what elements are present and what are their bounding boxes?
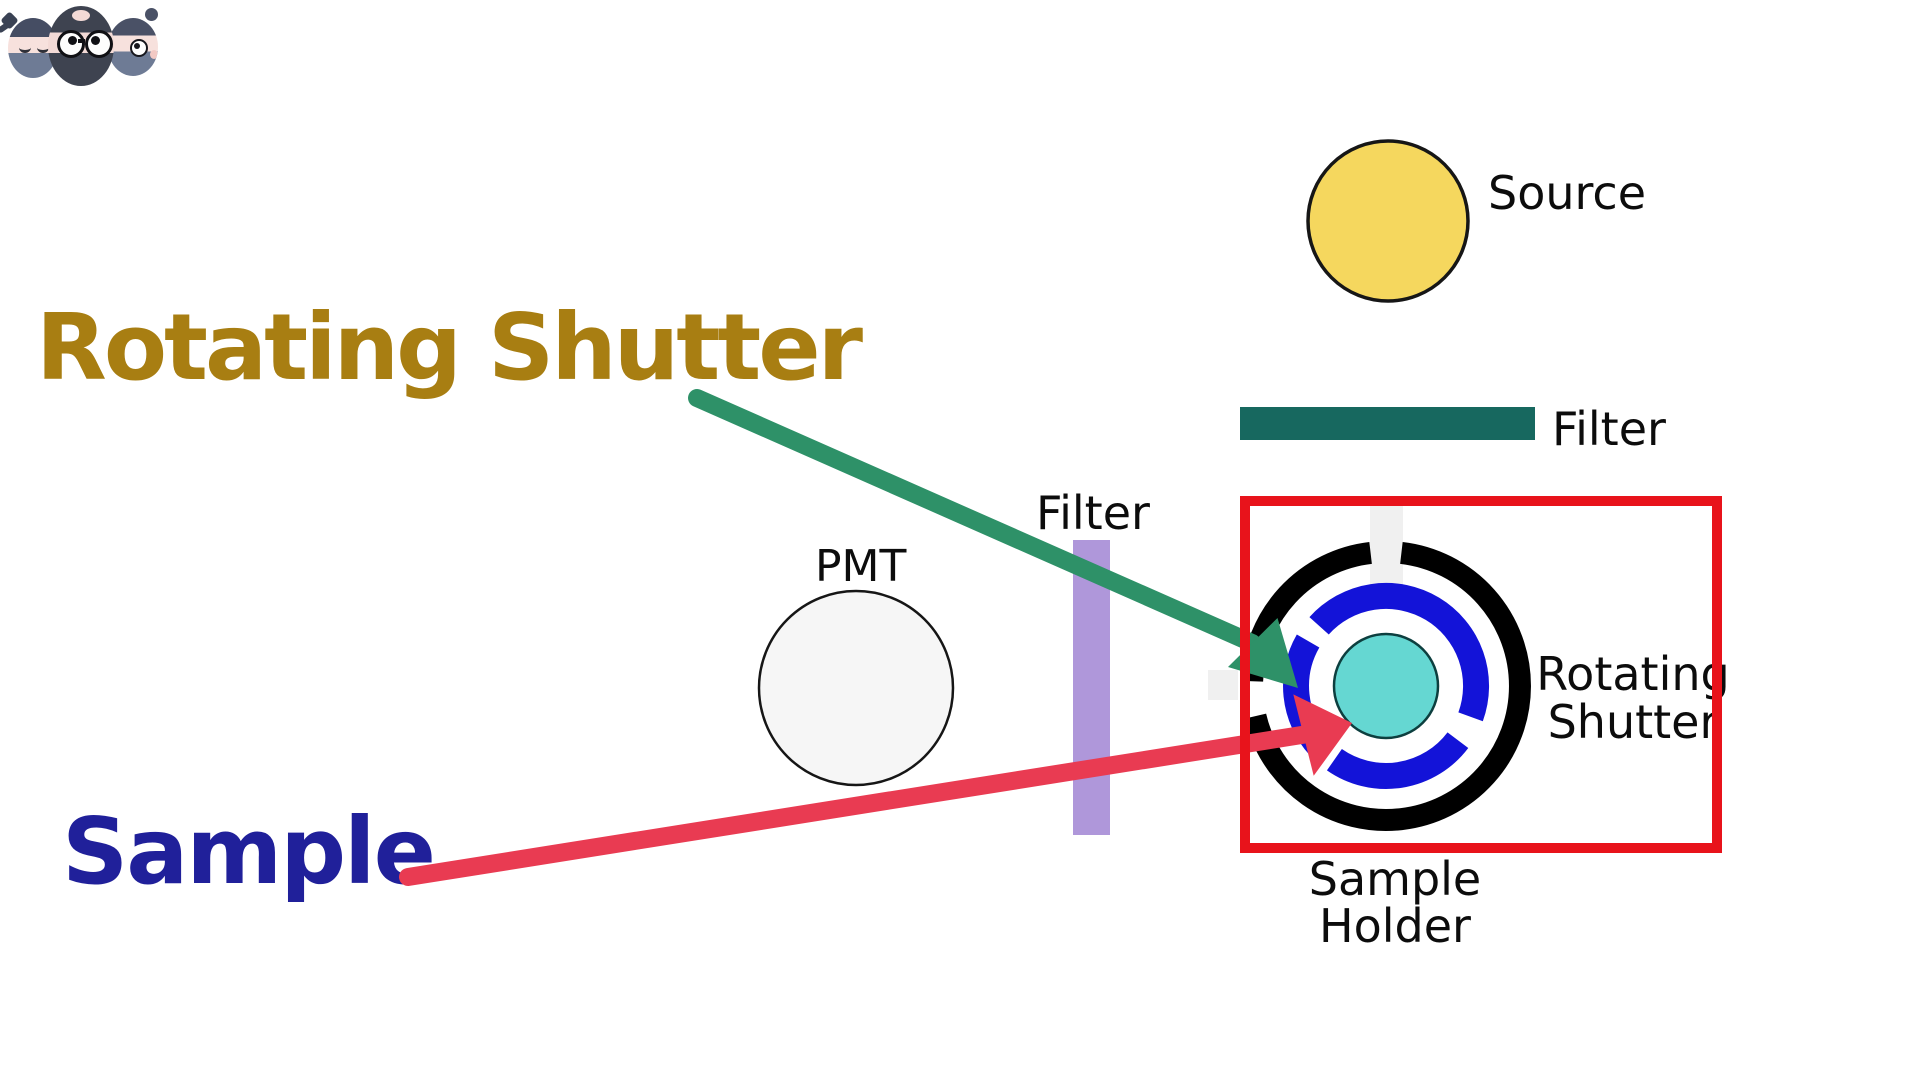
shutter-outer-ring-arc bbox=[1244, 541, 1531, 831]
beam-port-square bbox=[1208, 670, 1238, 700]
sample-arrowhead bbox=[1293, 694, 1352, 776]
eye-pupil bbox=[91, 36, 100, 45]
eye-pupil bbox=[134, 43, 140, 49]
sample-holder-label: Sample Holder bbox=[1295, 856, 1495, 950]
sample-arrow bbox=[399, 694, 1352, 886]
closed-eye-icon bbox=[19, 42, 31, 53]
glasses-lens-icon bbox=[85, 30, 113, 58]
sample-holder-label-line1: Sample bbox=[1308, 852, 1482, 906]
rotating-shutter-title: Rotating Shutter bbox=[36, 294, 863, 401]
rotating-shutter-box-label-line1: Rotating bbox=[1536, 647, 1730, 701]
glasses-bridge-icon bbox=[78, 39, 85, 43]
rotating-shutter-box-label-line2: Shutter bbox=[1547, 695, 1719, 749]
ninja-trio-logo bbox=[0, 6, 158, 102]
shutter-highlight-box bbox=[1240, 496, 1722, 853]
filter-pmt-label: Filter bbox=[1036, 486, 1150, 540]
source-filter-bar bbox=[1240, 407, 1535, 440]
pmt-filter-bar bbox=[1073, 540, 1110, 835]
sample-disc bbox=[1332, 632, 1440, 740]
source-circle bbox=[1306, 139, 1470, 303]
sample-arrow-shaft bbox=[399, 725, 1317, 886]
pmt-circle bbox=[757, 589, 955, 787]
ear bbox=[150, 50, 158, 59]
ninja-right-head bbox=[108, 18, 158, 76]
shutter-index-notch bbox=[1370, 506, 1403, 586]
sample-holder-label-line2: Holder bbox=[1319, 899, 1471, 953]
filter-source-label: Filter bbox=[1552, 402, 1666, 456]
closed-eye-icon bbox=[37, 42, 49, 53]
shutter-inner-ring-arc bbox=[1326, 732, 1469, 789]
glasses-lens-icon bbox=[57, 30, 85, 58]
shutter-inner-ring-arc bbox=[1309, 582, 1490, 722]
rotating-shutter-box-label: Rotating Shutter bbox=[1528, 650, 1738, 746]
pmt-label: PMT bbox=[815, 541, 907, 592]
hair-bun bbox=[145, 8, 158, 21]
eye-pupil bbox=[68, 36, 77, 45]
sample-title: Sample bbox=[62, 798, 436, 905]
rotating-shutter-arrow-shaft bbox=[688, 389, 1261, 652]
source-label: Source bbox=[1488, 166, 1646, 220]
ninja-center-head bbox=[48, 6, 114, 86]
hair-tuft bbox=[72, 10, 90, 21]
